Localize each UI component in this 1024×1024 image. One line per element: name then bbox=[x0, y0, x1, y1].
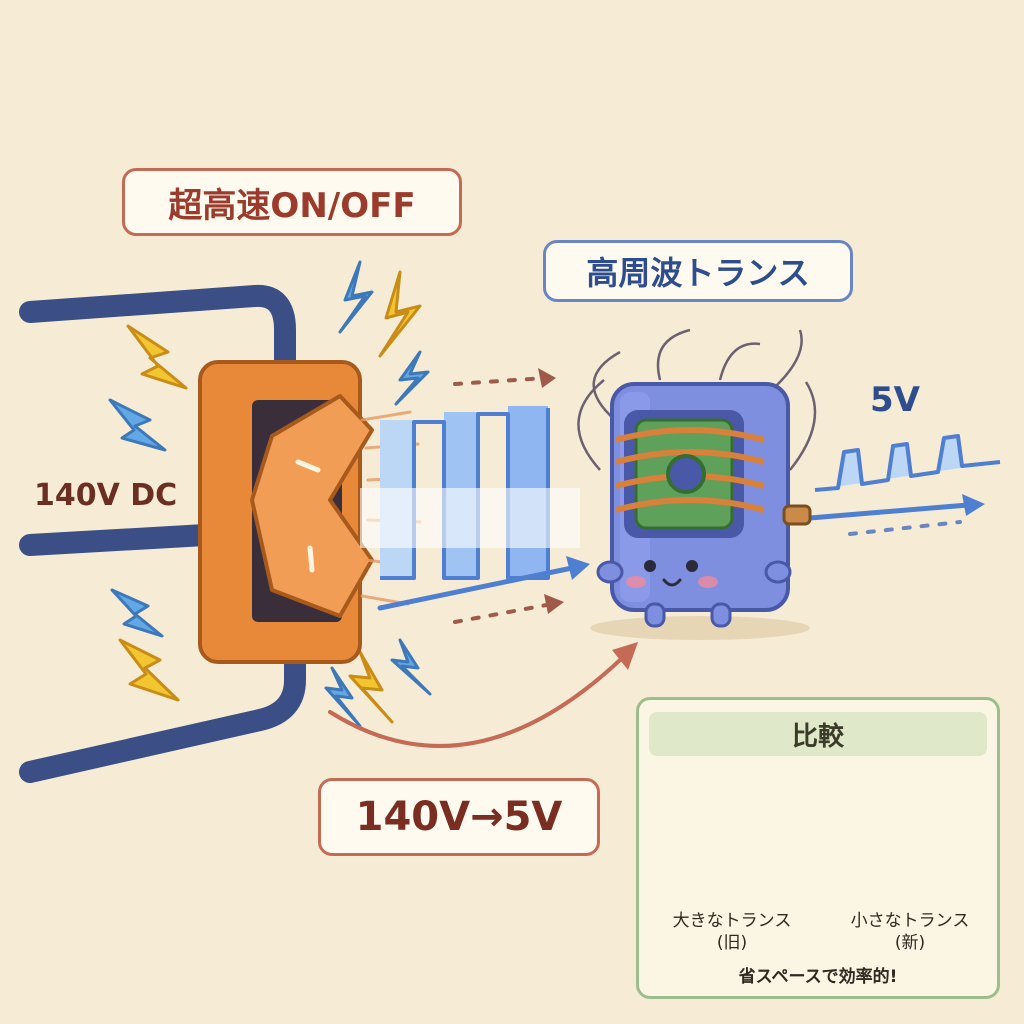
comparison-title: 比較 bbox=[649, 712, 987, 756]
transformer-callout: 高周波トランス bbox=[543, 240, 853, 302]
input-cables bbox=[19, 284, 306, 783]
old-transformer-name: 大きなトランス bbox=[672, 911, 792, 931]
new-transformer-name: 小さなトランス bbox=[850, 911, 970, 931]
new-transformer-tag: (新) bbox=[894, 933, 926, 953]
input-voltage-label: 140V DC bbox=[34, 478, 178, 513]
conversion-label: 140V→5V bbox=[318, 778, 600, 856]
comparison-summary: 省スペースで効率的! bbox=[738, 967, 898, 987]
switch-icon bbox=[198, 360, 422, 664]
old-transformer-caption: 大きなトランス (旧) bbox=[657, 910, 807, 954]
flow-arrows bbox=[328, 368, 985, 748]
old-transformer-tag: (旧) bbox=[716, 933, 748, 953]
pulse-waveform bbox=[360, 406, 580, 580]
switch-callout: 超高速ON/OFF bbox=[122, 168, 462, 236]
transformer-icon bbox=[577, 328, 817, 640]
new-transformer-caption: 小さなトランス (新) bbox=[835, 910, 985, 954]
output-voltage-label: 5V bbox=[870, 380, 920, 420]
output-waveform bbox=[814, 434, 1001, 492]
spark-icons bbox=[108, 260, 432, 728]
comparison-panel: 比較 大きなトランス (旧) 小さなトランス (新) 省スペースで効率的! bbox=[636, 697, 1000, 999]
